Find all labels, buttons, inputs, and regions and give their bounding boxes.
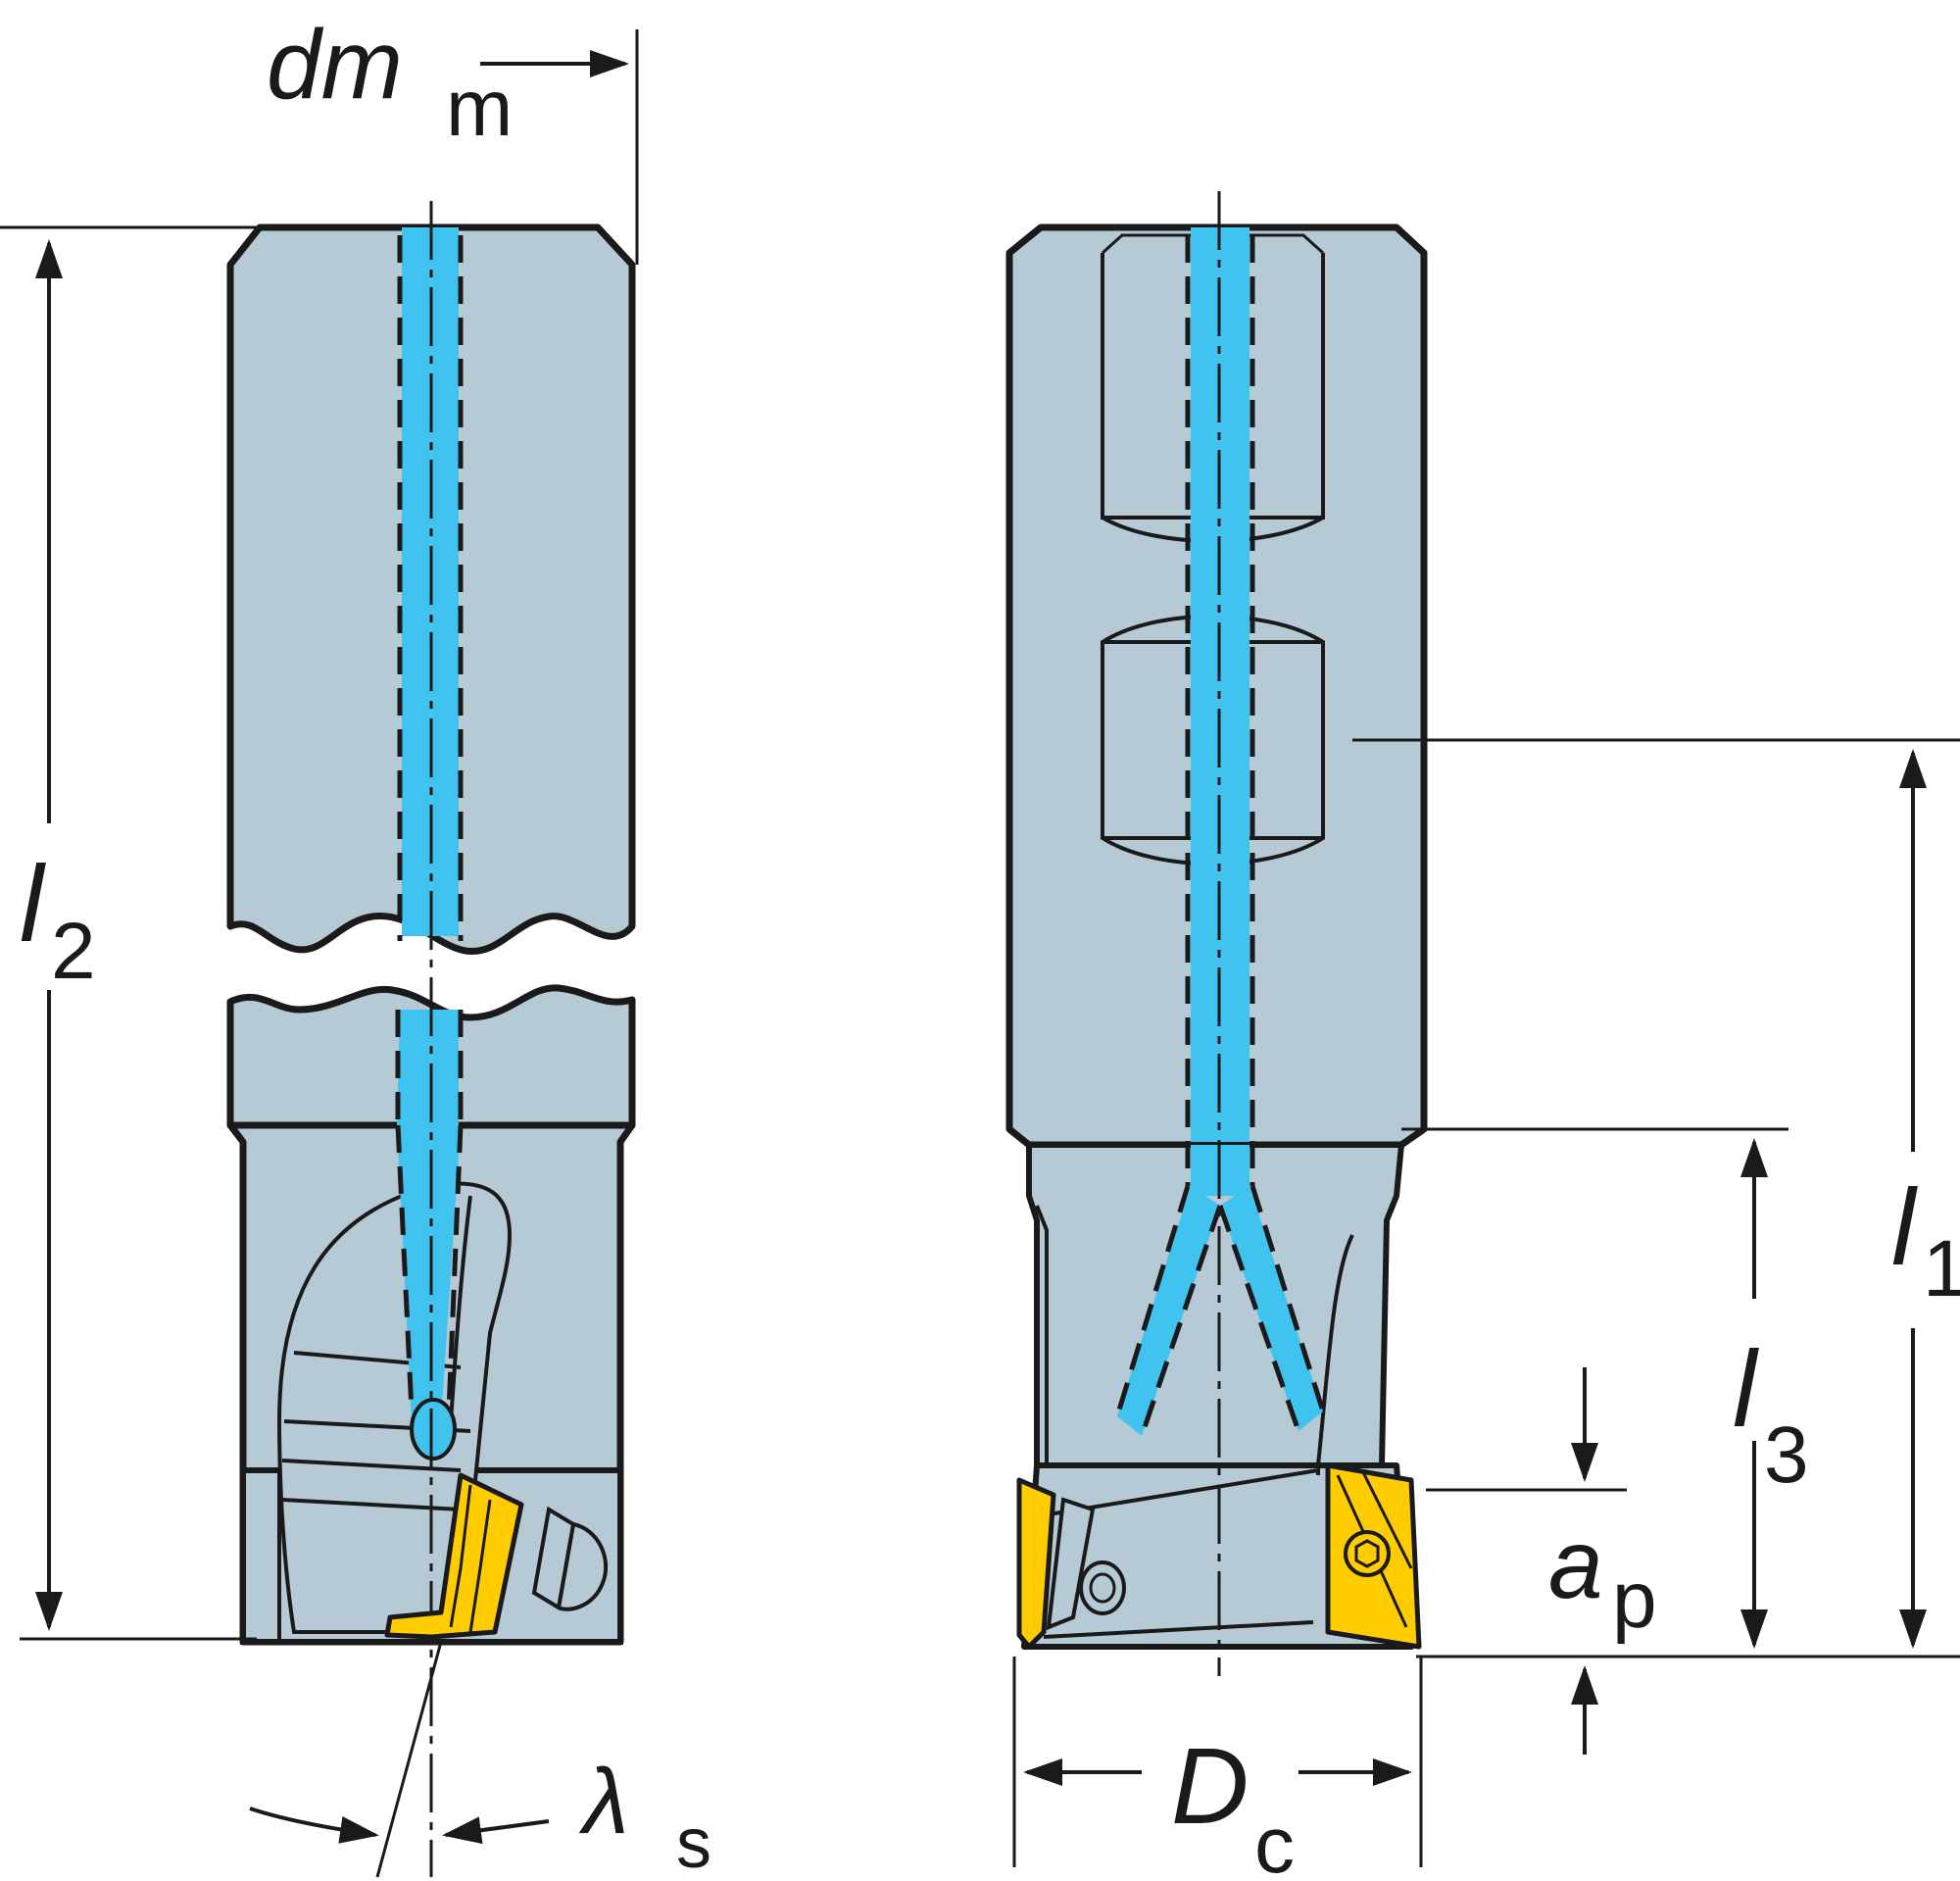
- label-dmm: dm: [267, 10, 403, 120]
- label-ap: a: [1548, 1510, 1603, 1619]
- insert-screw: [1344, 1530, 1391, 1577]
- label-l1-sub: 1: [1923, 1224, 1960, 1313]
- label-ap-sub: p: [1612, 1556, 1657, 1645]
- front-view-tool: [1005, 191, 1428, 1676]
- label-l3: l: [1733, 1329, 1759, 1450]
- dimension-lines: [0, 29, 1960, 1878]
- label-dc: D: [1171, 1726, 1249, 1847]
- dimension-labels: dm m l 2 l 1 l 3 a p D c λ s: [20, 10, 1960, 1881]
- label-lambda-sub: s: [676, 1805, 711, 1881]
- label-l2: l: [20, 844, 46, 965]
- label-dc-sub: c: [1254, 1801, 1295, 1881]
- side-view-tool: [226, 201, 636, 1877]
- label-l3-sub: 3: [1764, 1411, 1809, 1500]
- coolant-channel-lower: [397, 1010, 461, 1421]
- label-lambda: λ: [578, 1750, 629, 1854]
- label-l1: l: [1891, 1167, 1918, 1288]
- label-l2-sub: 2: [51, 907, 96, 996]
- coolant-outlet: [410, 1398, 457, 1460]
- label-dmm-sub: m: [446, 64, 513, 153]
